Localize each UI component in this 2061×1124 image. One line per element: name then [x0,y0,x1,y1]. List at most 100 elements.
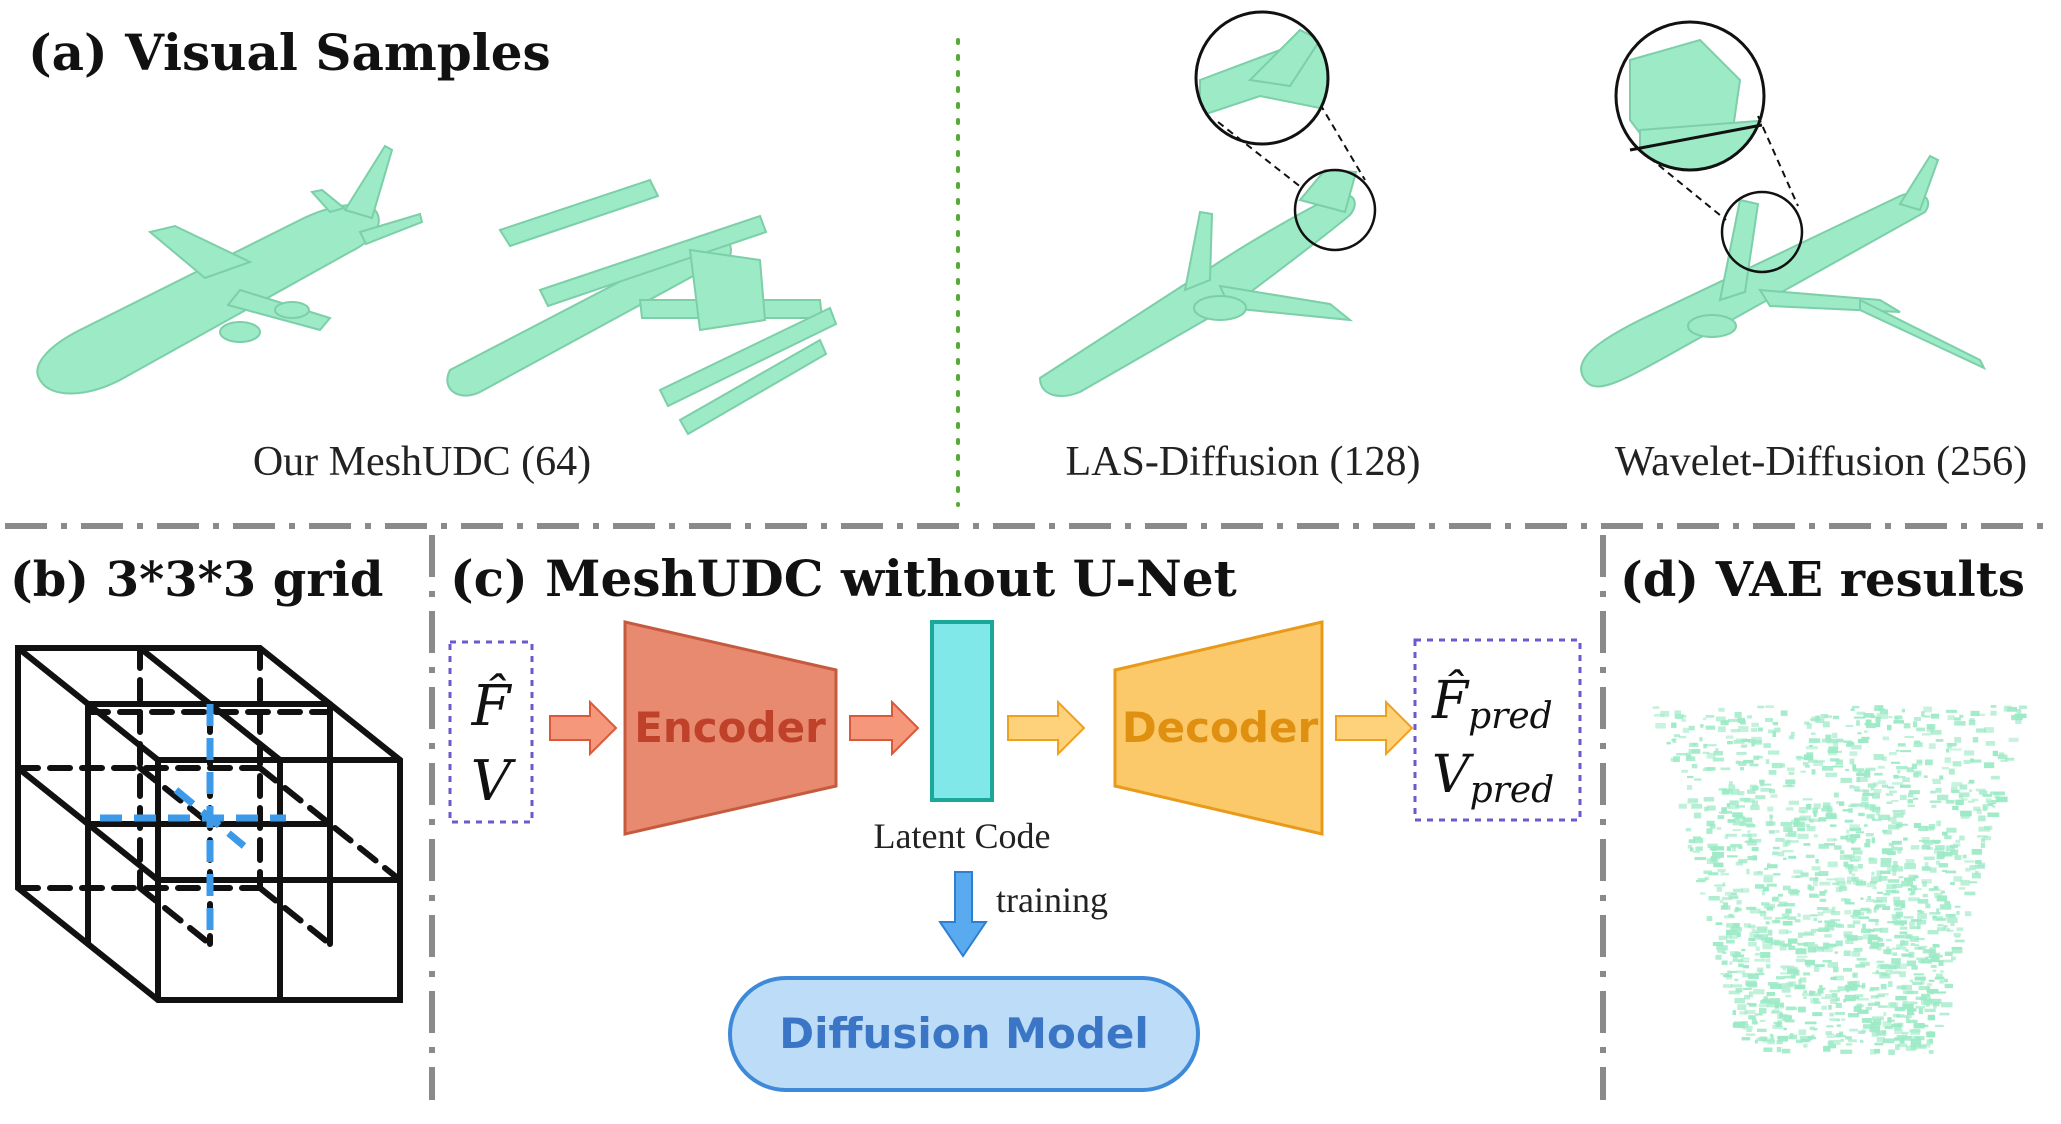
point-cloud-speck [1814,947,1824,952]
point-cloud-speck [1718,707,1725,712]
point-cloud-speck [1928,888,1934,892]
point-cloud-speck [1730,892,1737,895]
point-cloud-speck [1845,724,1854,727]
point-cloud-speck [1776,1047,1782,1053]
point-cloud-speck [1914,976,1926,981]
point-cloud-speck [1729,933,1738,939]
point-cloud-speck [1865,723,1877,729]
point-cloud-speck [1911,884,1915,889]
point-cloud-speck [1750,805,1760,811]
point-cloud-speck [1887,852,1896,855]
point-cloud-speck [1918,986,1931,991]
point-cloud-speck [1676,753,1688,756]
point-cloud-speck [1975,860,1982,864]
point-cloud-speck [1865,1006,1873,1011]
point-cloud-speck [1694,856,1707,861]
point-cloud-speck [1780,965,1791,969]
point-cloud-speck [1949,914,1954,917]
point-cloud-speck [1780,763,1785,768]
encoder-block [623,620,838,836]
point-cloud-speck [1765,718,1773,722]
point-cloud-speck [1940,970,1944,973]
point-cloud-speck [1872,887,1877,890]
point-cloud-speck [1791,875,1803,878]
point-cloud-speck [1748,974,1759,979]
point-cloud-speck [1685,828,1692,832]
point-cloud-speck [1892,871,1897,876]
point-cloud-speck [1837,986,1849,991]
point-cloud-speck [1733,740,1745,744]
point-cloud-speck [1845,834,1852,841]
point-cloud-speck [1870,715,1876,719]
point-cloud-speck [1906,990,1919,995]
point-cloud-speck [1954,855,1962,860]
point-cloud-speck [1895,911,1903,918]
point-cloud-speck [1892,841,1899,845]
point-cloud-speck [1782,943,1792,947]
point-cloud-speck [1766,883,1777,887]
point-cloud-speck [1673,734,1680,737]
point-cloud-speck [1743,817,1753,823]
point-cloud-speck [1748,941,1757,947]
point-cloud-speck [1715,748,1719,753]
point-cloud-speck [1713,862,1724,868]
point-cloud-speck [1848,1013,1860,1018]
point-cloud-speck [1894,1029,1903,1035]
point-cloud-speck [1704,806,1708,812]
point-cloud-speck [1737,960,1750,963]
point-cloud-speck [1776,1036,1785,1039]
point-cloud-speck [1813,966,1820,972]
point-cloud-speck [1871,876,1882,883]
arrow-input-to-encoder [549,699,618,757]
point-cloud-speck [1743,759,1754,764]
point-cloud-speck [1922,893,1928,898]
point-cloud-speck [1765,705,1774,708]
point-cloud-speck [1813,917,1818,922]
point-cloud-speck [1990,775,2000,780]
point-cloud-speck [1920,979,1925,985]
point-cloud-speck [1932,969,1937,972]
point-cloud-speck [1881,784,1888,788]
point-cloud-speck [1822,766,1834,771]
point-cloud-speck [1905,862,1915,865]
point-cloud-speck [1852,996,1860,1000]
point-cloud-speck [1681,718,1686,722]
point-cloud-speck [1865,838,1871,843]
point-cloud-speck [1847,742,1855,746]
point-cloud-speck [1757,705,1765,709]
point-cloud-speck [1753,755,1760,760]
point-cloud-speck [1706,858,1719,864]
point-cloud-speck [1914,937,1925,940]
point-cloud-speck [1852,972,1858,978]
point-cloud-speck [1724,891,1732,896]
point-cloud-speck [1832,882,1839,886]
point-cloud-speck [1988,803,1994,807]
latent-code-block [930,620,994,802]
point-cloud-speck [1930,964,1937,968]
point-cloud-speck [1893,774,1899,779]
point-cloud-speck [1715,954,1722,960]
point-cloud-speck [1780,710,1788,716]
point-cloud-speck [1902,953,1913,957]
point-cloud-speck [1874,905,1882,908]
point-cloud-speck [1722,788,1733,794]
point-cloud-speck [1946,827,1957,833]
point-cloud-speck [1849,827,1862,832]
point-cloud-speck [1846,987,1850,993]
point-cloud-speck [1852,764,1857,770]
point-cloud-speck [1879,870,1891,874]
point-cloud-speck [1863,824,1868,827]
input-v-symbol: V [471,749,517,814]
point-cloud-speck [1727,718,1740,723]
point-cloud-speck [1910,1028,1920,1035]
point-cloud-speck [1900,784,1911,788]
point-cloud-speck [1809,1026,1815,1031]
point-cloud-speck [1751,728,1758,732]
point-cloud-speck [1713,751,1723,756]
point-cloud-speck [1850,834,1861,839]
point-cloud-speck [1737,1004,1747,1011]
point-cloud-speck [1734,997,1745,1004]
point-cloud-speck [1897,848,1902,854]
point-cloud-speck [1887,921,1897,924]
point-cloud-speck [1921,711,1925,717]
